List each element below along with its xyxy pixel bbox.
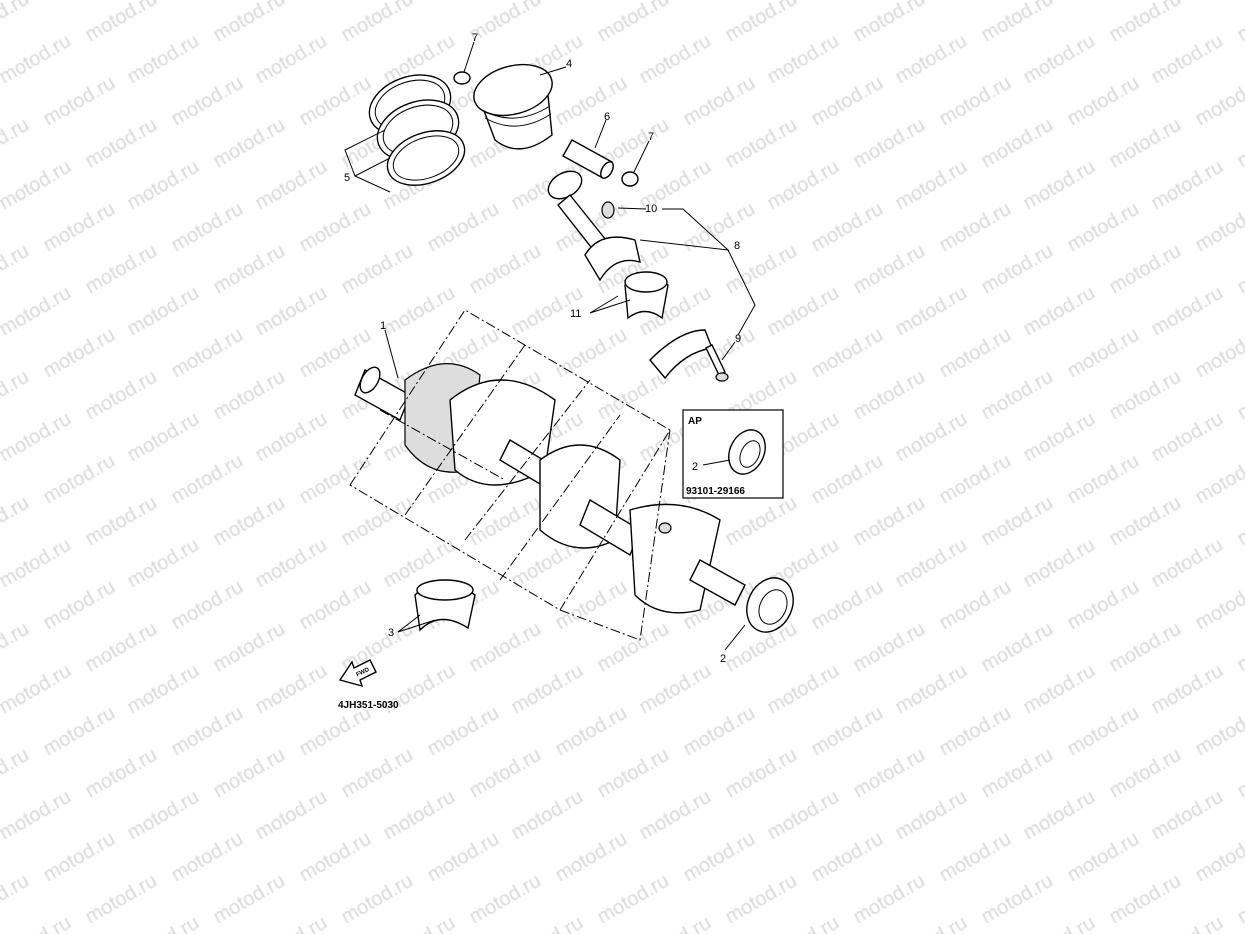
callout-1: 1 [380,320,386,332]
callout-4: 4 [566,58,572,70]
oil-seal [746,577,794,633]
diagram-code: 4JH351-5030 [338,700,399,711]
inset-ap: AP 2 93101-29166 [682,409,784,499]
connecting-rod [547,170,641,282]
rod-cap [649,329,729,382]
callout-9: 9 [735,333,741,345]
callout-10: 10 [645,203,657,215]
callout-5: 5 [344,172,350,184]
callout-6: 6 [604,111,610,123]
callout-3: 3 [388,627,394,639]
callout-7b: 7 [648,131,654,143]
big-end-bearing [624,271,669,320]
piston-pin-clip [621,171,639,187]
assembly-guide-lines [379,344,671,641]
piston-ring-set [368,74,466,186]
piston-pin [562,139,614,179]
callout-7: 7 [472,32,478,44]
inset-title: AP [688,416,702,427]
leader-lines [344,41,756,651]
inset-part-number: 93101-29166 [686,486,745,497]
callout-8: 8 [734,240,740,252]
piston [473,63,553,150]
callout-2: 2 [720,653,726,665]
fwd-label: FWD [356,667,372,678]
main-bearing [414,579,476,632]
piston-pin-clip [453,71,471,85]
inset-callout: 2 [692,461,698,473]
fwd-arrow-icon: FWD [338,659,377,688]
callout-11: 11 [570,308,581,320]
